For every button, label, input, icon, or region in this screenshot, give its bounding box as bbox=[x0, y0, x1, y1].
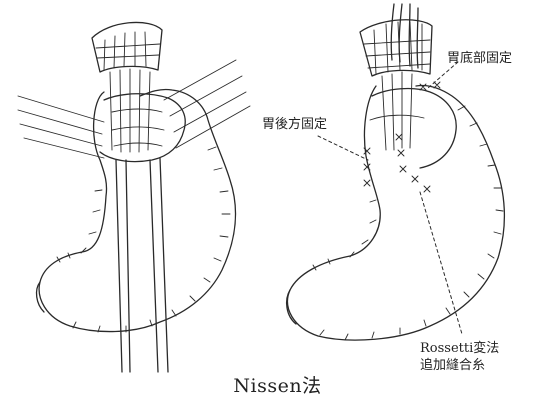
left-stomach-outline bbox=[39, 89, 235, 331]
label-rossetti-variant: Rossetti変法 bbox=[420, 340, 499, 357]
leader-rossetti bbox=[420, 192, 462, 334]
label-fundus-fixation: 胃底部固定 bbox=[447, 47, 512, 66]
left-stomach-figure bbox=[18, 22, 250, 372]
leader-posterior bbox=[318, 136, 368, 160]
label-posterior-fixation: 胃後方固定 bbox=[262, 113, 327, 132]
label-rossetti-group: Rossetti変法 追加縫合糸 bbox=[420, 340, 499, 374]
figure-caption: Nissen法 bbox=[0, 371, 555, 398]
